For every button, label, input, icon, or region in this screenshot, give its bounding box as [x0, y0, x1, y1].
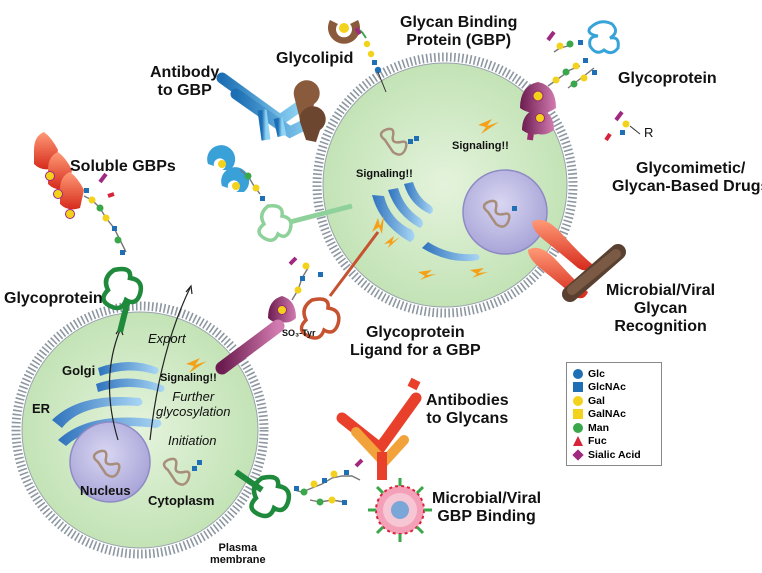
legend-label: Glc	[588, 367, 605, 380]
upper-golgi	[372, 195, 415, 242]
top-gbp	[328, 20, 387, 93]
antibody-to-gbp	[216, 72, 326, 142]
label-glycomimetic: Glycomimetic/ Glycan-Based Drugs	[612, 160, 762, 195]
legend-label: Fuc	[588, 435, 607, 448]
sialic-acid-diamond-icon	[572, 449, 584, 461]
label-signaling-cell-left: Signaling!!	[356, 168, 413, 180]
label-plasma-membrane: Plasma membrane	[210, 542, 266, 567]
upper-nucleus	[462, 169, 548, 255]
galnac-square-icon	[573, 409, 583, 420]
label-nucleus: Nucleus	[80, 483, 131, 498]
glcnac-square-icon	[573, 382, 583, 393]
label-further-glycosylation: Further glycosylation	[156, 389, 231, 419]
gbp-middle	[215, 256, 323, 375]
legend-label: GalNAc	[588, 408, 626, 421]
label-signaling-lower: Signaling!!	[160, 372, 217, 384]
lower-golgi	[98, 362, 159, 376]
lower-cell	[11, 284, 269, 559]
virus-particle	[368, 478, 432, 542]
soluble-gbps	[34, 132, 127, 255]
upper-cell	[312, 52, 578, 318]
legend-label: Man	[588, 421, 609, 434]
legend-item: Sialic Acid	[572, 448, 657, 462]
legend-item: GalNAc	[573, 408, 657, 422]
man-circle-icon	[573, 422, 583, 433]
gal-circle-icon	[573, 395, 583, 406]
label-glycoprotein-left: Glycoprotein	[4, 290, 103, 307]
label-golgi: Golgi	[62, 363, 96, 378]
legend-item: GlcNAc	[573, 381, 657, 395]
legend-item: Man	[573, 421, 657, 435]
glc-circle-icon	[573, 368, 583, 379]
antibodies-to-glycans	[336, 377, 422, 480]
label-microbial-binding: Microbial/Viral GBP Binding	[432, 490, 542, 525]
label-glycoprotein-ligand: Glycoprotein Ligand for a GBP	[350, 324, 481, 359]
label-er: ER	[32, 401, 51, 416]
label-initiation: Initiation	[168, 433, 217, 448]
soluble-gbp-cell	[207, 145, 353, 242]
glycomimetic-glycan	[604, 110, 641, 142]
label-export: Export	[148, 331, 186, 346]
label-glycoprotein-top: Glycoprotein	[618, 70, 717, 87]
glycoprotein-left	[101, 266, 144, 333]
label-cytoplasm: Cytoplasm	[148, 493, 215, 508]
microbial-recognition	[528, 219, 626, 302]
legend-label: GlcNAc	[588, 381, 626, 394]
label-antibody-to-gbp: Antibody to GBP	[150, 64, 220, 99]
monosaccharide-legend: Glc GlcNAc Gal GalNAc Man Fuc Sialic Aci…	[566, 362, 662, 466]
label-glycan-binding-protein: Glycan Binding Protein (GBP)	[400, 14, 518, 49]
legend-label: Sialic Acid	[588, 448, 641, 461]
lower-glycoprotein	[234, 458, 364, 519]
legend-label: Gal	[588, 394, 605, 407]
label-soluble-gbps: Soluble GBPs	[70, 158, 176, 175]
label-microbial-recognition: Microbial/Viral Glycan Recognition	[606, 282, 716, 335]
label-r-group: R	[644, 125, 654, 140]
label-so3-tyr: SO₃-Tyr	[282, 328, 316, 338]
lower-nucleus	[69, 421, 151, 503]
lower-er	[52, 396, 143, 428]
legend-item: Gal	[573, 394, 657, 408]
legend-item: Fuc	[573, 435, 657, 449]
label-signaling-cell-top: Signaling!!	[452, 140, 509, 152]
label-antibodies-to-glycans: Antibodies to Glycans	[426, 392, 509, 427]
legend-item: Glc	[573, 367, 657, 381]
fuc-triangle-icon	[573, 436, 583, 447]
top-right-glycoprotein	[520, 20, 620, 141]
glycoprotein-ligand	[299, 231, 380, 340]
label-glycolipid: Glycolipid	[276, 50, 354, 67]
